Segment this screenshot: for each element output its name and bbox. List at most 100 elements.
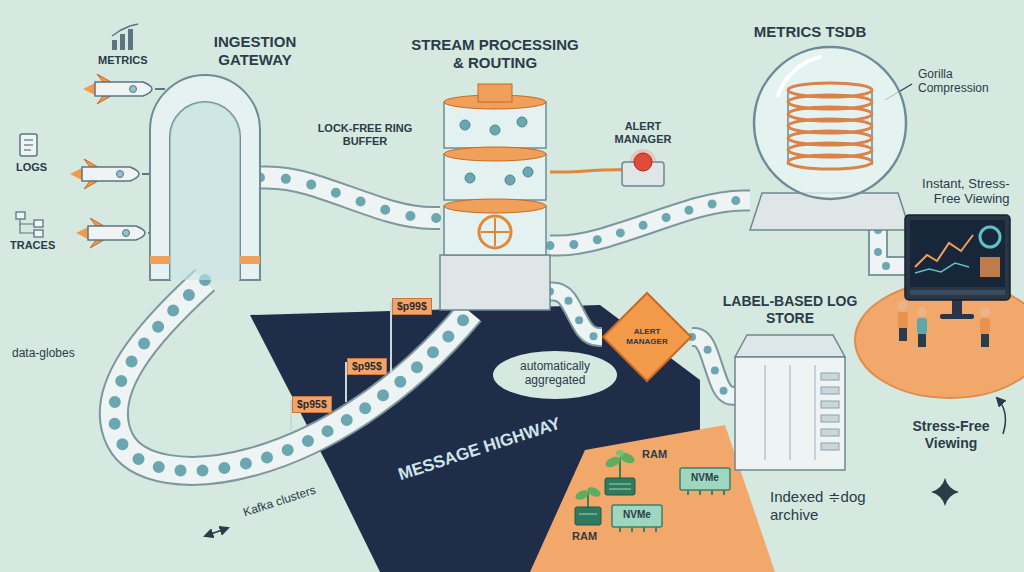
stream-processor-shape <box>460 120 470 130</box>
metrics-rocket <box>130 86 137 93</box>
data-globes <box>550 200 750 245</box>
percentile-flag: $p95$ <box>347 358 387 375</box>
chip-label: NVMe <box>612 509 662 521</box>
nvme-chip <box>723 490 725 495</box>
tsdb-shape <box>754 47 906 199</box>
viewer-people <box>898 312 908 328</box>
viewing-arrow <box>997 398 1005 434</box>
viewer-people <box>898 301 990 347</box>
sparkle-star <box>931 478 959 506</box>
viewing-arrow <box>997 398 1005 434</box>
log-store-node: LABEL-BASED LOG STORE <box>735 335 845 470</box>
pipe-connector <box>550 200 750 245</box>
connector-group <box>692 337 735 396</box>
pipe-interior <box>878 230 905 266</box>
ram-plant <box>579 514 597 515</box>
viewing-platform <box>940 314 974 319</box>
viewer-people <box>898 301 908 311</box>
dashboard-shape <box>980 227 1000 247</box>
dashboard-shape <box>915 263 969 273</box>
logs-icon <box>24 149 31 150</box>
connector-group <box>260 178 440 219</box>
pipe-connector <box>260 178 440 219</box>
note-label: automatically aggregated <box>510 359 600 388</box>
pipe-interior <box>260 178 440 219</box>
node-heading: METRICS TSDB <box>730 23 890 41</box>
stream-processor-shape <box>494 218 496 246</box>
memory-label: RAM <box>572 530 597 543</box>
note-label: Kafka clusters <box>232 480 327 523</box>
traces-rocket <box>76 218 158 248</box>
stream-processor-node: STREAM PROCESSING & ROUTING <box>440 80 550 310</box>
gateway-shape <box>170 102 240 280</box>
data-globes <box>878 230 905 266</box>
dashboard-shape <box>915 235 973 267</box>
viewer-people <box>981 334 989 347</box>
log-store-shape <box>821 443 839 450</box>
logs-icon <box>24 144 33 145</box>
dashboard-shape <box>905 215 1010 300</box>
metrics-icon <box>112 24 138 36</box>
archive-label: Indexed ≑dog archive <box>770 488 895 524</box>
metrics-rocket <box>97 96 111 104</box>
note-label: data-globes <box>12 346 97 360</box>
pipe-interior <box>550 292 602 337</box>
ram-plant <box>609 489 631 490</box>
logs-rocket <box>84 181 98 189</box>
stream-processor-shape <box>440 255 550 310</box>
tsdb-shape <box>778 57 820 95</box>
kafka-arrow <box>205 528 228 536</box>
highway-label: MESSAGE HIGHWAY <box>396 415 559 485</box>
metrics-rocket <box>95 82 152 96</box>
ram-plant <box>604 455 622 470</box>
connector-group <box>550 200 750 245</box>
dashboard-shape <box>910 290 1005 295</box>
tsdb-shape <box>788 155 872 169</box>
log-store-shape <box>821 401 839 408</box>
metrics-icon <box>112 40 117 50</box>
source-label: METRICS <box>98 54 168 67</box>
ram-plant <box>604 450 636 495</box>
sparkle-star <box>931 478 959 506</box>
node-heading: Instant, Stress-Free Viewing <box>905 176 1010 207</box>
flag-poles <box>291 302 391 431</box>
percentile-flag: $p95$ <box>292 396 332 413</box>
nvme-chip <box>680 468 730 495</box>
ram-plant <box>586 485 602 498</box>
message-highway <box>114 280 470 471</box>
stream-processor-shape <box>479 216 511 248</box>
log-store-shape <box>735 357 845 470</box>
source-label: LOGS <box>16 161 66 174</box>
metrics-rocket <box>97 74 111 82</box>
traces-icon <box>20 224 34 233</box>
dashboard-shape <box>910 220 1005 287</box>
stream-processor-shape <box>490 125 500 135</box>
stream-processor-shape <box>478 84 512 102</box>
tsdb-shape <box>750 45 910 230</box>
connector-group <box>550 170 622 172</box>
data-globes <box>260 178 440 219</box>
dashboard-shape <box>980 257 1000 277</box>
ram-plant <box>616 450 624 456</box>
node-heading: ALERT MANAGER <box>603 120 683 146</box>
traces-icon <box>34 220 43 227</box>
log-store-shape <box>789 365 791 460</box>
log-store-shape <box>814 365 816 460</box>
viewer-people <box>917 307 927 317</box>
logs-icon <box>20 134 37 156</box>
stream-processor-shape <box>444 199 546 213</box>
message-highway <box>114 280 470 471</box>
alert-manager-shape <box>634 153 652 171</box>
connector-group <box>550 292 602 337</box>
logs-icon <box>20 134 37 156</box>
viewer-people <box>980 307 990 317</box>
memory-label: RAM <box>642 448 667 461</box>
nvme-chip <box>711 490 713 495</box>
pipe-connector <box>878 230 905 266</box>
traces-rocket <box>76 227 88 239</box>
viewer-people <box>980 318 990 334</box>
wire-connector <box>550 170 622 172</box>
traces-rocket <box>90 218 104 226</box>
gateway-node: INGESTION GATEWAY <box>150 75 260 280</box>
